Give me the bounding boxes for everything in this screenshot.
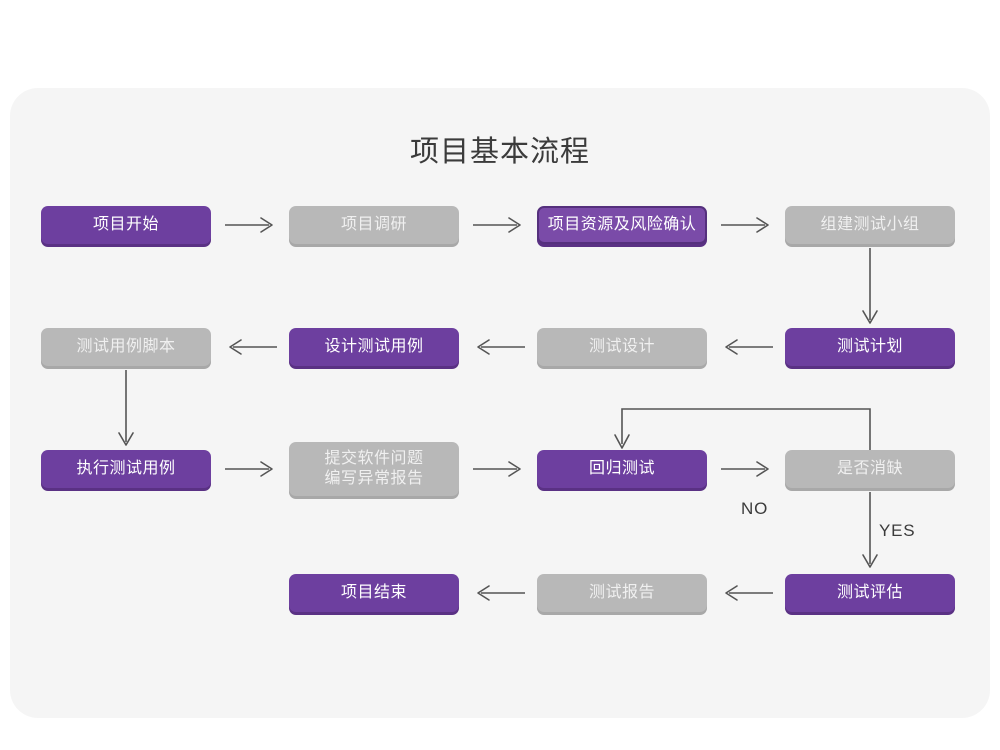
flow-node-project-start[interactable]: 项目开始 xyxy=(41,206,211,244)
flow-node-label: 测试报告 xyxy=(588,583,655,601)
flow-node-label: 提交软件问题 编写异常报告 xyxy=(324,449,424,487)
arrow-submit-to-regression xyxy=(473,461,521,477)
arrow-start-to-research xyxy=(225,217,273,233)
arrow-regression-to-defect-check xyxy=(721,461,769,477)
flow-node-project-end[interactable]: 项目结束 xyxy=(289,574,459,612)
flow-node-resource-risk-confirm[interactable]: 项目资源及风险确认 xyxy=(537,206,707,244)
arrow-test-plan-to-test-design xyxy=(725,339,773,355)
flow-node-form-test-team[interactable]: 组建测试小组 xyxy=(785,206,955,244)
arrow-design-cases-to-script xyxy=(229,339,277,355)
flow-node-submit-issues-report[interactable]: 提交软件问题 编写异常报告 xyxy=(289,442,459,496)
arrow-test-design-to-design-cases xyxy=(477,339,525,355)
flow-node-label: 项目资源及风险确认 xyxy=(547,215,697,233)
flow-node-regression-test[interactable]: 回归测试 xyxy=(537,450,707,488)
flowchart-card: 项目基本流程 项目开始 项目调研 项目资源及风险确认 组建测试小组 测试用例脚本… xyxy=(10,88,990,718)
arrow-no-loop xyxy=(614,408,871,450)
flow-node-test-plan[interactable]: 测试计划 xyxy=(785,328,955,366)
flow-node-label: 设计测试用例 xyxy=(324,337,424,355)
flow-node-label: 测试用例脚本 xyxy=(76,337,176,355)
arrow-yes-to-evaluation xyxy=(862,492,878,568)
flow-node-label: 测试计划 xyxy=(836,337,903,355)
arrow-execute-to-submit xyxy=(225,461,273,477)
flow-node-defect-cleared[interactable]: 是否消缺 xyxy=(785,450,955,488)
flow-node-label: 回归测试 xyxy=(588,459,655,477)
arrow-team-to-testplan xyxy=(862,248,878,324)
arrow-risk-to-team xyxy=(721,217,769,233)
flow-node-test-design[interactable]: 测试设计 xyxy=(537,328,707,366)
flow-node-test-report[interactable]: 测试报告 xyxy=(537,574,707,612)
flow-node-test-evaluation[interactable]: 测试评估 xyxy=(785,574,955,612)
edge-label-yes: YES xyxy=(879,521,916,540)
page-title: 项目基本流程 xyxy=(409,136,590,168)
flow-node-execute-test-cases[interactable]: 执行测试用例 xyxy=(41,450,211,488)
flow-node-label: 测试评估 xyxy=(836,583,903,601)
flow-node-label: 组建测试小组 xyxy=(820,215,920,233)
flow-node-label: 执行测试用例 xyxy=(76,459,176,477)
flow-node-label: 测试设计 xyxy=(588,337,655,355)
flow-node-design-test-cases[interactable]: 设计测试用例 xyxy=(289,328,459,366)
flow-node-label: 项目开始 xyxy=(92,215,159,233)
arrow-research-to-risk xyxy=(473,217,521,233)
flow-node-label: 项目结束 xyxy=(340,583,407,601)
arrow-script-to-execute xyxy=(118,370,134,446)
arrow-evaluation-to-report xyxy=(725,585,773,601)
edge-label-no: NO xyxy=(741,499,769,518)
flow-node-label: 是否消缺 xyxy=(836,459,903,477)
flow-node-label: 项目调研 xyxy=(340,215,407,233)
arrow-report-to-project-end xyxy=(477,585,525,601)
flow-node-project-research[interactable]: 项目调研 xyxy=(289,206,459,244)
flow-node-test-case-script[interactable]: 测试用例脚本 xyxy=(41,328,211,366)
